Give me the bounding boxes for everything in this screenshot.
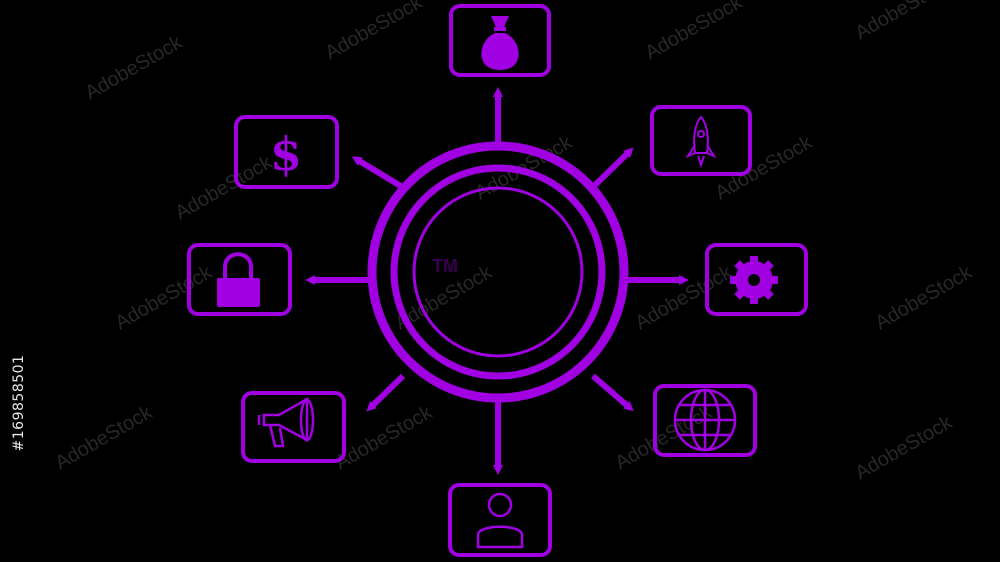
node-box: [187, 243, 292, 316]
arrow-top-left: [351, 156, 406, 191]
watermark-text: AdobeStock: [852, 411, 957, 484]
user-icon: [476, 492, 524, 549]
arrow-bottom-left: [366, 373, 406, 412]
arrow-bottom-right: [591, 373, 634, 412]
node-globe: [653, 384, 757, 457]
watermark-text: AdobeStock: [712, 131, 817, 204]
node-money-bag: [449, 4, 551, 77]
watermark-text: AdobeStock: [872, 261, 977, 334]
dollar-icon: $: [270, 127, 302, 181]
node-box: [449, 4, 551, 77]
megaphone-icon: [257, 396, 315, 448]
watermark-text: AdobeStock: [52, 401, 157, 474]
arrow-top-right: [589, 147, 634, 191]
globe-icon: [673, 388, 737, 452]
node-box: [650, 105, 752, 176]
rocket-icon: [685, 115, 717, 169]
stock-id-watermark: #169858501: [8, 318, 30, 488]
watermark-text: AdobeStock: [642, 0, 747, 64]
watermark-text: AdobeStock: [322, 0, 427, 64]
watermark-text: AdobeStock: [82, 31, 187, 104]
stock-id-text: #169858501: [11, 354, 27, 452]
gear-icon: [730, 256, 778, 304]
hub-inner-ring: [412, 186, 584, 358]
money-bag-icon: [481, 16, 519, 70]
node-dollar: $: [234, 115, 339, 189]
watermark-layer: AdobeStock AdobeStock AdobeStock AdobeSt…: [52, 0, 977, 484]
lock-icon: [217, 252, 260, 307]
node-box: [241, 391, 346, 463]
node-box: [234, 115, 339, 189]
watermark-text: AdobeStock: [332, 401, 437, 474]
watermark-text: AdobeStock: [112, 261, 217, 334]
watermark-text: AdobeStock: [612, 401, 717, 474]
connector-arrows: [305, 87, 689, 475]
node-box: [653, 384, 757, 457]
hub-middle-ring: [390, 164, 606, 380]
node-megaphone: [241, 391, 346, 463]
node-gear: [705, 243, 808, 316]
node-lock: [187, 243, 292, 316]
node-box: [705, 243, 808, 316]
node-box: [448, 483, 552, 557]
node-user: [448, 483, 552, 557]
hub-center-mark: TM: [432, 256, 458, 276]
node-rocket: [650, 105, 752, 176]
watermark-text: AdobeStock: [852, 0, 957, 44]
watermark-text: AdobeStock: [632, 261, 737, 334]
